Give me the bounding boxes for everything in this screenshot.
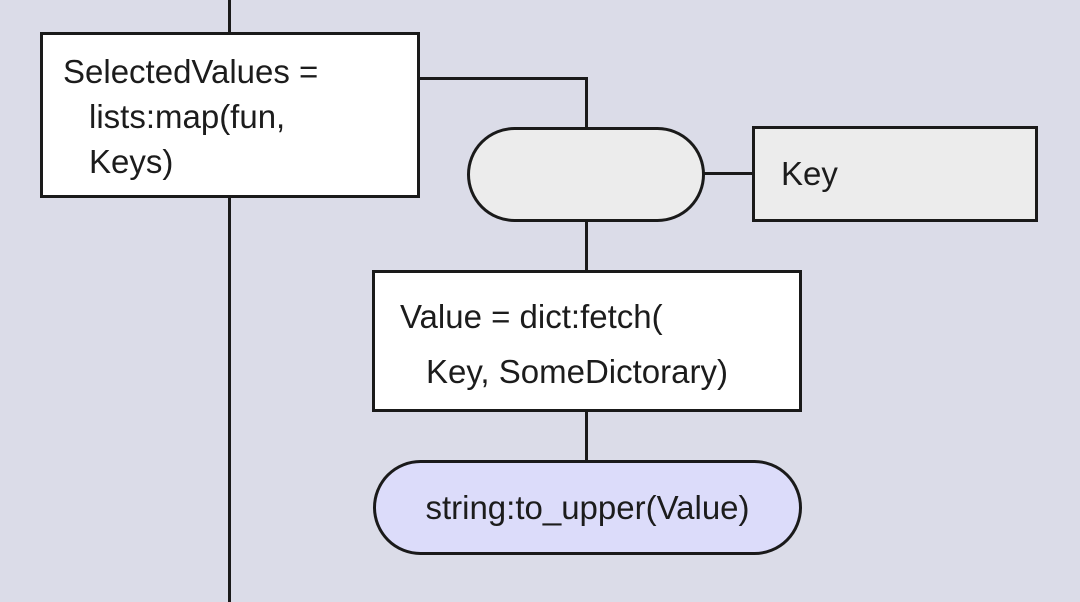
node-key[interactable]: Key — [752, 126, 1038, 222]
connector-selected-to-pill-horizontal — [418, 77, 588, 80]
node-label-line: Keys) — [89, 143, 174, 180]
node-label-line: string:to_upper(Value) — [425, 488, 750, 526]
connector-left-vertical — [228, 196, 231, 602]
node-value-fetch[interactable]: Value = dict:fetch( Key, SomeDictorary) — [372, 270, 802, 412]
connector-top-vertical — [228, 0, 231, 34]
connector-value-to-upper — [585, 410, 588, 462]
connector-pill-to-key — [703, 172, 754, 175]
node-label-line: Key — [781, 155, 838, 192]
node-label-line: lists:map(fun, — [89, 98, 286, 135]
node-label-line: Value = dict:fetch( — [400, 298, 663, 335]
node-selected-values[interactable]: SelectedValues = lists:map(fun, Keys) — [40, 32, 420, 198]
node-label-line: Key, SomeDictorary) — [426, 353, 728, 390]
connector-selected-to-pill-vertical — [585, 77, 588, 129]
node-anonymous-pill[interactable] — [467, 127, 705, 222]
node-to-upper-pill[interactable]: string:to_upper(Value) — [373, 460, 802, 555]
connector-pill-to-value — [585, 220, 588, 272]
node-label-line: SelectedValues = — [63, 53, 319, 90]
